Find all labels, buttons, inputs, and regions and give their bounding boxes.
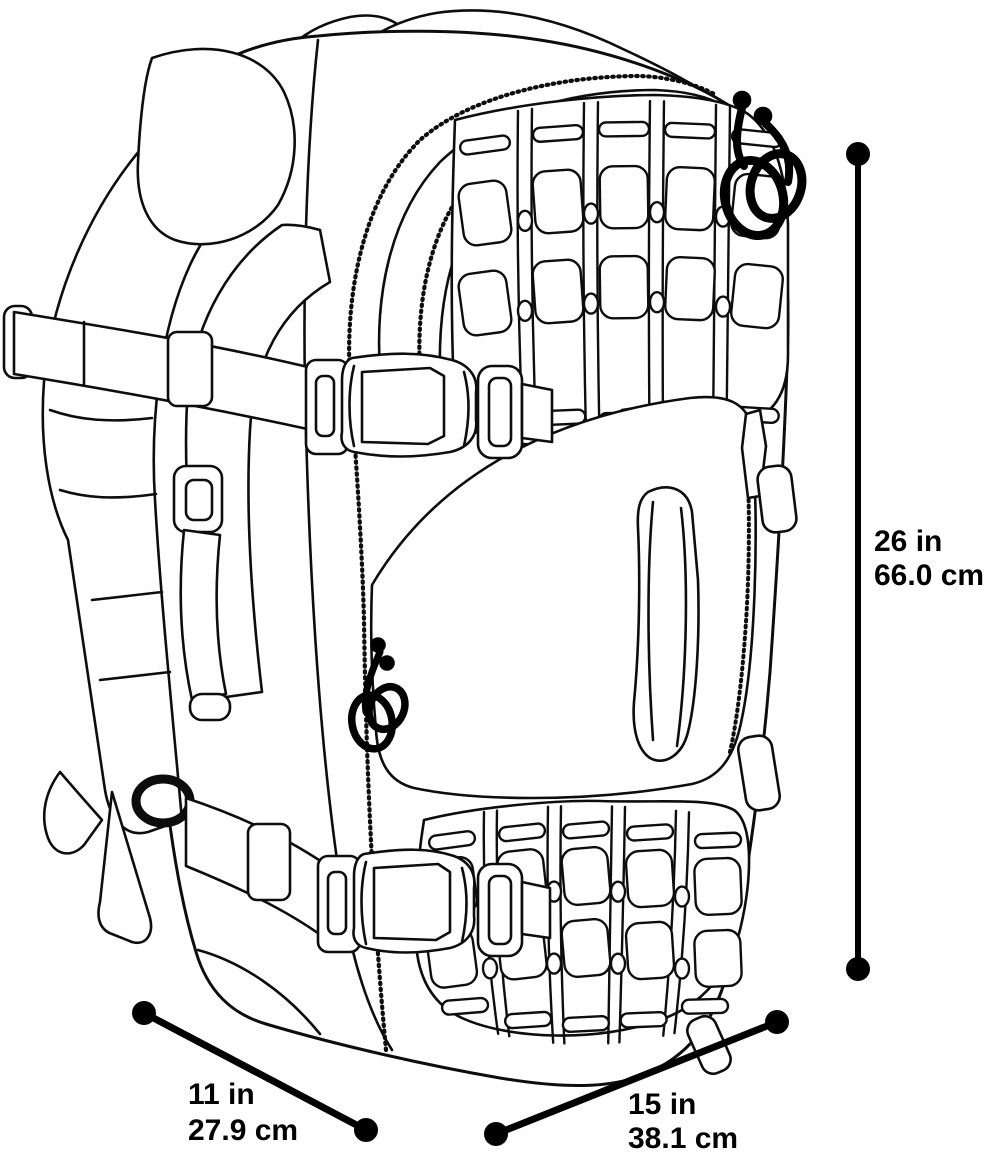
strap-segment-line-4: [90, 590, 164, 602]
upper-buckle-male-center: [360, 366, 446, 446]
shoulder-straps: [41, 47, 332, 945]
pull-cord-3: [361, 648, 384, 716]
lower-strap-keeper: [246, 822, 292, 902]
height-cm-label: 66.0 cm: [874, 559, 984, 592]
right-tab-upper: [756, 464, 798, 534]
height-inches-label: 26 in: [874, 525, 942, 558]
sternum-strap-tip: [188, 692, 232, 722]
pull-dot-4: [379, 655, 395, 671]
lower-compression-strap: [131, 774, 552, 958]
depth-dim-dot-right: [354, 1118, 378, 1142]
lower-buckle-prong-right: [460, 866, 468, 944]
depth-inches-label: 11 in: [188, 1078, 255, 1111]
depth-dimension-line: [142, 1009, 368, 1134]
zipper-pull-top-right: [719, 90, 807, 241]
strap-tail-tip: [42, 770, 104, 855]
lower-buckle-prong-left: [360, 860, 368, 946]
lower-buckle-female-slot: [326, 870, 348, 936]
main-zipper-line: [347, 73, 717, 1053]
backpack-line-art: [2, 9, 807, 1088]
upper-buckle-prong-right: [462, 370, 470, 448]
strap-segment-line-2: [48, 408, 154, 422]
side-grab-handle-crease-left: [647, 500, 655, 742]
right-tab-lower: [736, 734, 782, 812]
lower-strap-ring-inner: [487, 874, 513, 946]
depth-dim-dot-left: [132, 1001, 156, 1025]
lower-buckle-male-center: [372, 862, 452, 942]
strap-segment-line-3: [58, 488, 158, 499]
depth-cm-label: 27.9 cm: [188, 1114, 298, 1147]
pull-loop-1: [719, 155, 789, 241]
width-inches-label: 15 in: [628, 1088, 696, 1121]
zipper-pull-mid-left: [348, 637, 409, 753]
side-grab-handle: [632, 486, 700, 762]
strap-webbing-tail: [97, 790, 153, 945]
upper-strap-ring-inner: [487, 376, 513, 448]
pull-loop-4: [365, 682, 409, 734]
upper-strap-keeper: [166, 330, 214, 408]
pull-loop-2: [745, 149, 807, 223]
paracord-zipper-pulls: [348, 90, 807, 753]
upper-buckle-female-slot: [314, 374, 336, 438]
upper-strap-end: [520, 382, 554, 444]
height-dimension: 26 in 66.0 cm: [846, 142, 984, 981]
dimension-annotations: 26 in 66.0 cm 11 in 27.9 cm 15 in 38.1 c…: [132, 142, 984, 1155]
width-dim-dot-right: [765, 1010, 789, 1034]
sternum-clip-slot: [184, 478, 214, 522]
width-dim-dot-left: [484, 1122, 508, 1146]
right-edge-tabs: [686, 464, 798, 1076]
upper-buckle-prong-left: [348, 364, 356, 448]
width-dimension: 15 in 38.1 cm: [484, 1010, 789, 1155]
shoulder-strap-pad: [136, 47, 296, 246]
width-dimension-line: [494, 1018, 779, 1138]
height-dim-dot-top: [846, 142, 870, 166]
width-cm-label: 38.1 cm: [628, 1122, 738, 1155]
strap-segment-line-5: [98, 670, 172, 682]
pull-loop-3: [348, 691, 396, 753]
side-grab-handle-crease-right: [675, 506, 688, 748]
upper-compression-strap: [2, 304, 554, 460]
lower-strap-end: [520, 880, 552, 940]
bottom-left-crease: [196, 948, 322, 1036]
height-dim-dot-bottom: [846, 957, 870, 981]
depth-dimension: 11 in 27.9 cm: [132, 1001, 378, 1147]
